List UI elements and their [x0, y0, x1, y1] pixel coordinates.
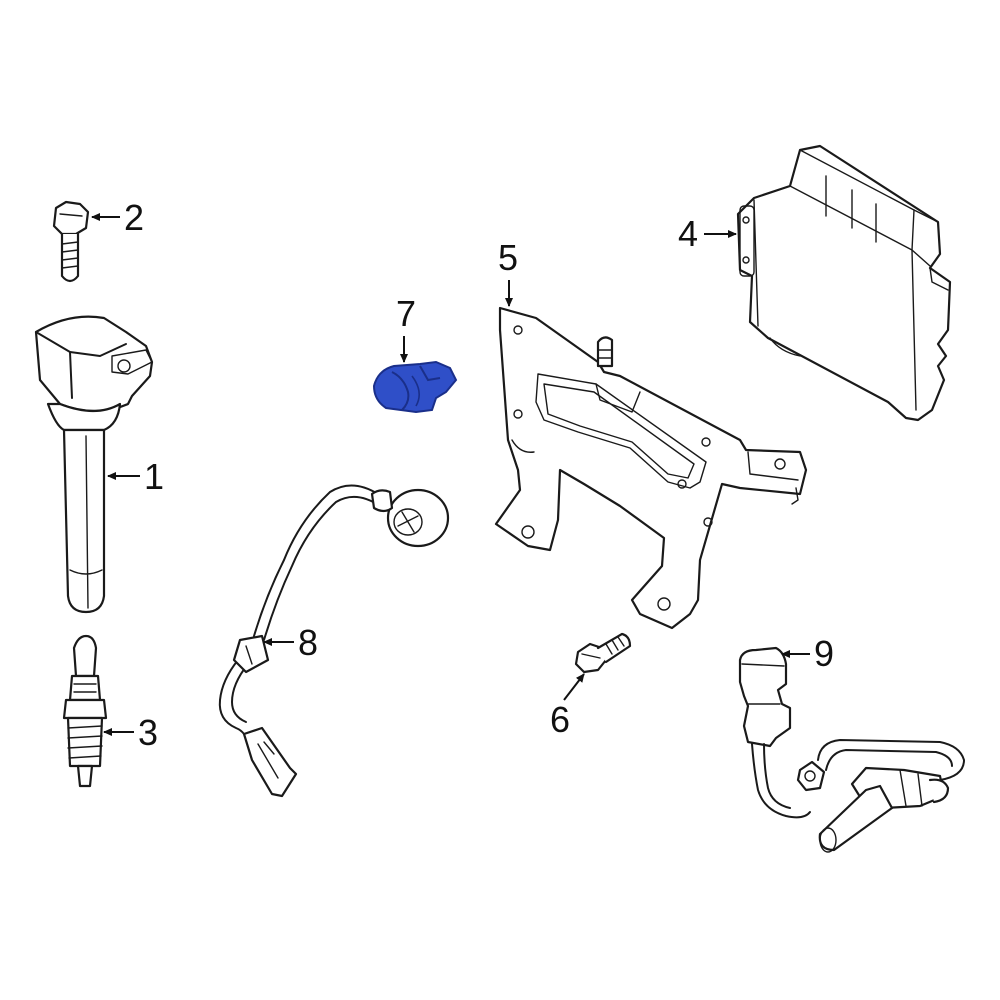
callout-label-8: 8 [298, 622, 318, 663]
callout-8: 8 [263, 622, 318, 663]
callout-4: 4 [678, 213, 737, 254]
bolt-part-6[interactable] [574, 632, 632, 674]
knock-sensor-part-8[interactable] [218, 484, 450, 798]
callout-3: 3 [103, 712, 158, 753]
bolt-part-2[interactable] [52, 200, 90, 283]
callout-label-1: 1 [144, 456, 164, 497]
ecu-part-4[interactable] [736, 144, 952, 422]
ignition-coil-part-1[interactable] [34, 315, 154, 614]
sensor-part-7-highlighted[interactable] [372, 360, 458, 414]
spark-plug-part-3[interactable] [62, 634, 108, 788]
callout-label-2: 2 [124, 197, 144, 238]
callout-label-7: 7 [396, 293, 416, 334]
callout-7: 7 [396, 293, 416, 363]
callout-9: 9 [781, 633, 834, 674]
callout-2: 2 [91, 197, 144, 238]
callout-label-4: 4 [678, 213, 698, 254]
callout-6: 6 [550, 673, 585, 740]
callout-5: 5 [498, 237, 518, 307]
callout-label-3: 3 [138, 712, 158, 753]
position-sensor-part-9[interactable] [738, 646, 965, 853]
callout-label-9: 9 [814, 633, 834, 674]
callout-label-5: 5 [498, 237, 518, 278]
bracket-part-5[interactable] [494, 306, 808, 630]
callout-label-6: 6 [550, 699, 570, 740]
callout-1: 1 [107, 456, 164, 497]
